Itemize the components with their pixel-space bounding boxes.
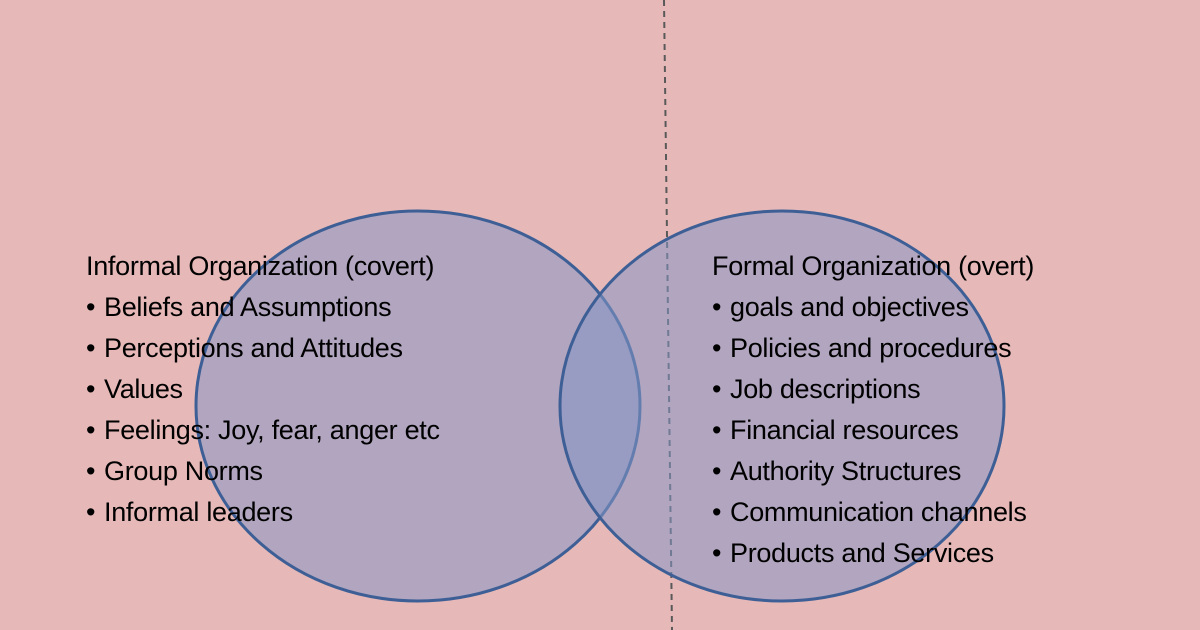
list-item-label: Communication channels xyxy=(730,497,1027,527)
bullet-icon: • xyxy=(86,333,96,363)
list-item-label: Authority Structures xyxy=(730,456,962,486)
list-item: • goals and objectives xyxy=(712,287,1034,328)
bullet-icon: • xyxy=(86,374,96,404)
bullet-icon: • xyxy=(712,292,722,322)
list-item-label: Informal leaders xyxy=(104,497,293,527)
informal-organization-title: Informal Organization (covert) xyxy=(86,251,435,281)
formal-organization-list: • goals and objectives • Policies and proc… xyxy=(712,287,1034,574)
list-item-label: Values xyxy=(104,374,183,404)
bullet-icon: • xyxy=(712,497,722,527)
bullet-icon: • xyxy=(86,292,96,322)
informal-organization-block: Informal Organization (covert) • Beliefs … xyxy=(86,246,440,533)
list-item: • Policies and procedures xyxy=(712,328,1034,369)
list-item: • Values xyxy=(86,369,440,410)
informal-organization-list: • Beliefs and Assumptions • Perceptions an… xyxy=(86,287,440,533)
list-item-label: Feelings: Joy, fear, anger etc xyxy=(104,415,440,445)
list-item-label: Group Norms xyxy=(104,456,263,486)
bullet-icon: • xyxy=(712,333,722,363)
list-item-label: Job descriptions xyxy=(730,374,921,404)
list-item: • Financial resources xyxy=(712,410,1034,451)
list-item: • Perceptions and Attitudes xyxy=(86,328,440,369)
bullet-icon: • xyxy=(86,497,96,527)
list-item-label: Beliefs and Assumptions xyxy=(104,292,392,322)
formal-organization-block: Formal Organization (overt) • goals and o… xyxy=(712,246,1034,574)
bullet-icon: • xyxy=(86,415,96,445)
bullet-icon: • xyxy=(712,374,722,404)
list-item: • Job descriptions xyxy=(712,369,1034,410)
bullet-icon: • xyxy=(712,456,722,486)
list-item-label: Products and Services xyxy=(730,538,994,568)
formal-organization-circle xyxy=(558,209,1006,603)
list-item: • Communication channels xyxy=(712,492,1034,533)
list-item: • Products and Services xyxy=(712,533,1034,574)
list-item: • Authority Structures xyxy=(712,451,1034,492)
list-item-label: Financial resources xyxy=(730,415,959,445)
bullet-icon: • xyxy=(712,415,722,445)
list-item: • Feelings: Joy, fear, anger etc xyxy=(86,410,440,451)
list-item: • Beliefs and Assumptions xyxy=(86,287,440,328)
list-item: • Informal leaders xyxy=(86,492,440,533)
bullet-icon: • xyxy=(86,456,96,486)
list-item-label: Policies and procedures xyxy=(730,333,1012,363)
formal-organization-title: Formal Organization (overt) xyxy=(712,251,1035,281)
bullet-icon: • xyxy=(712,538,722,568)
list-item: • Group Norms xyxy=(86,451,440,492)
list-item-label: Perceptions and Attitudes xyxy=(104,333,403,363)
list-item-label: goals and objectives xyxy=(730,292,969,322)
